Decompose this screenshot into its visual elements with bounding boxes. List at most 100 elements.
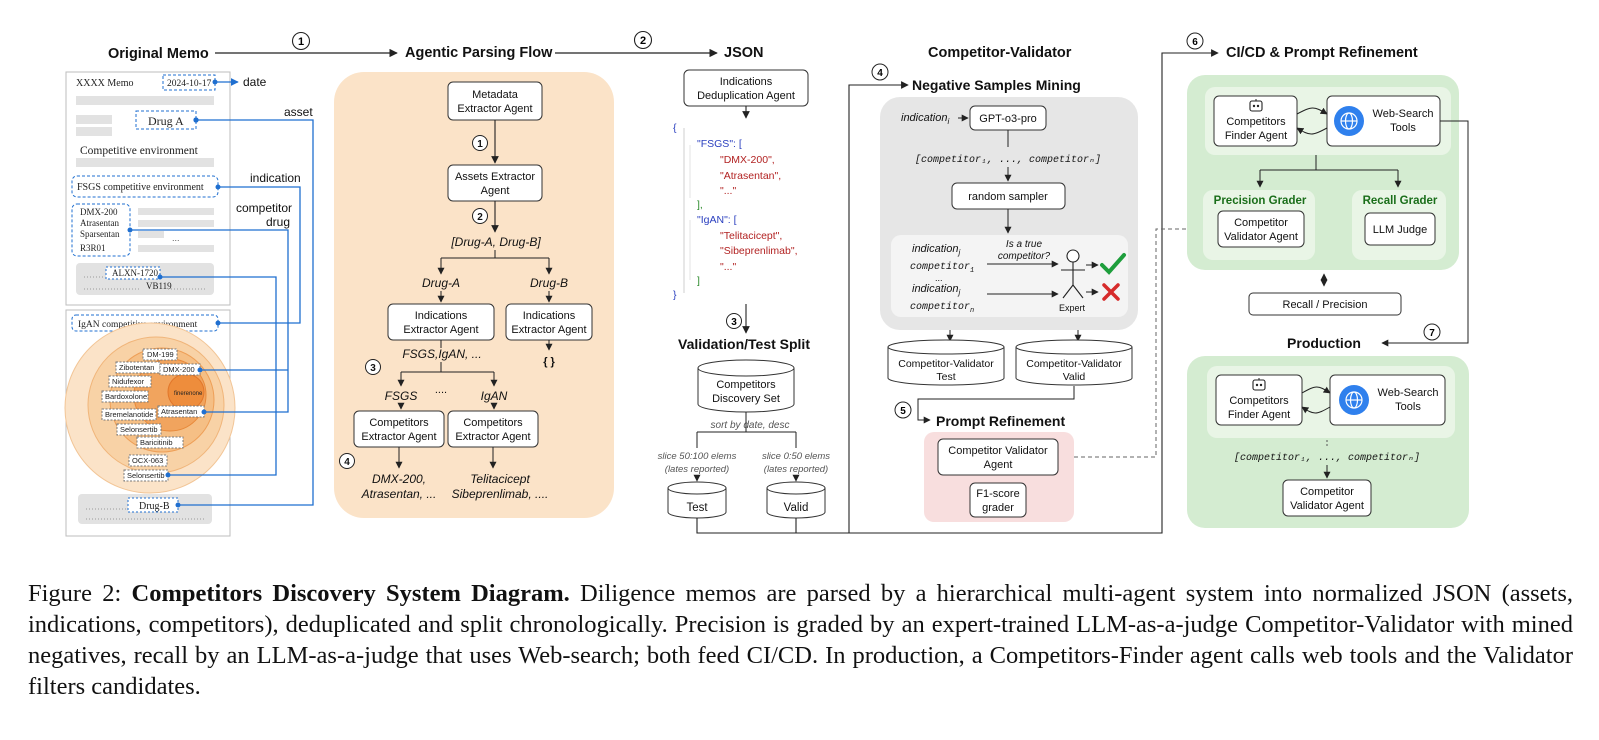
svg-text:Agent: Agent bbox=[481, 185, 510, 197]
svg-text:Validator Agent: Validator Agent bbox=[1290, 500, 1364, 512]
valid-cylinder: Valid bbox=[766, 481, 826, 519]
test-cylinder: Test bbox=[667, 481, 727, 519]
test-slice-label-2: (lates reported) bbox=[665, 464, 729, 475]
svg-text:4: 4 bbox=[877, 68, 883, 79]
random-sampler-node: random sampler bbox=[951, 182, 1066, 210]
svg-text:Competitors: Competitors bbox=[1229, 395, 1289, 407]
section-title-agentic-parsing: Agentic Parsing Flow bbox=[405, 45, 553, 61]
recall-precision-node: Recall / Precision bbox=[1248, 292, 1402, 316]
cicd-validator-agent: Competitor Validator Agent bbox=[1217, 210, 1305, 248]
json-line-fsgs-close: ], bbox=[697, 199, 703, 211]
memo-fsgs-env: FSGS competitive environment bbox=[77, 182, 204, 193]
step-badge-parsing-1: 1 bbox=[472, 135, 488, 151]
bubble-bremelanotide: Bremelanotide bbox=[105, 410, 153, 419]
svg-text:Valid: Valid bbox=[784, 502, 809, 514]
svg-text:Competitors: Competitors bbox=[716, 379, 776, 391]
parsing-drug-b: Drug-B bbox=[530, 276, 568, 290]
bubble-nidufexor: Nidufexor bbox=[112, 377, 145, 386]
bubble-atrasentan: Atrasentan bbox=[161, 407, 197, 416]
cv-test-cylinder: Competitor-Validator Test bbox=[887, 339, 1005, 386]
llm-judge-node: LLM Judge bbox=[1364, 212, 1436, 246]
robot-icon-production bbox=[1252, 378, 1266, 391]
bubble-bardoxolone: Bardoxolone bbox=[105, 392, 147, 401]
json-line-open: { bbox=[673, 122, 677, 134]
step-badge-parsing-3: 3 bbox=[365, 359, 381, 375]
json-line-igan-key: "IgAN": [ bbox=[697, 214, 737, 226]
svg-text:Tools: Tools bbox=[1390, 122, 1416, 134]
memo-ellipsis: ... bbox=[172, 233, 180, 243]
cicd-finder-agent: Competitors Finder Agent bbox=[1213, 95, 1298, 147]
assets-extractor-agent: Assets Extractor Agent bbox=[447, 164, 543, 202]
cross-icon bbox=[1102, 283, 1120, 301]
step-badge-1: 1 bbox=[291, 31, 311, 51]
memo-document: XXXX Memo 2024-10-17 Drug A Competitive … bbox=[65, 71, 231, 306]
svg-text:Agent: Agent bbox=[984, 459, 1013, 471]
bubble-dmx200: DMX-200 bbox=[163, 365, 195, 374]
memo-drug-1: DMX-200 bbox=[80, 207, 118, 217]
memo-page-2: IgAN competitive environment DM-199 Zibo… bbox=[64, 309, 236, 537]
valid-slice-label-2: (lates reported) bbox=[764, 464, 828, 475]
memo-date-box bbox=[162, 74, 216, 91]
svg-text:6: 6 bbox=[1192, 37, 1198, 48]
step-badge-6: 6 bbox=[1186, 32, 1204, 50]
svg-text:Indications: Indications bbox=[523, 310, 576, 322]
svg-text:Web-Search: Web-Search bbox=[1378, 387, 1439, 399]
parsing-result-b-1: Telitacicept bbox=[470, 472, 530, 486]
svg-text:Indications: Indications bbox=[415, 310, 468, 322]
step-badge-4: 4 bbox=[871, 63, 889, 81]
section-title-competitor-validator: Competitor-Validator bbox=[928, 45, 1072, 61]
competitor-list-text: [competitor₁, ..., competitorₙ] bbox=[915, 154, 1101, 166]
step-badge-5: 5 bbox=[894, 401, 912, 419]
expert-indication-j: indicationj bbox=[912, 243, 960, 257]
bubble-dm199: DM-199 bbox=[147, 350, 174, 359]
svg-text:4: 4 bbox=[344, 457, 350, 468]
memo-title: XXXX Memo bbox=[76, 78, 134, 89]
memo-drug-b: Drug-B bbox=[139, 501, 170, 512]
expert-person-icon bbox=[1061, 249, 1085, 299]
caption-prefix: Figure 2: bbox=[28, 580, 122, 607]
indications-deduplication-agent: Indications Deduplication Agent bbox=[683, 69, 809, 107]
json-line-igan-close: ] bbox=[697, 275, 700, 287]
expert-label: Expert bbox=[1059, 303, 1086, 313]
expert-question-1: Is a true bbox=[1006, 239, 1043, 250]
svg-text:Valid: Valid bbox=[1063, 371, 1086, 383]
svg-text:Finder Agent: Finder Agent bbox=[1225, 130, 1287, 142]
svg-text:GPT-o3-pro: GPT-o3-pro bbox=[979, 113, 1036, 125]
svg-text:2: 2 bbox=[477, 212, 483, 223]
svg-text:Discovery Set: Discovery Set bbox=[712, 393, 780, 405]
production-web-search-tools: Web-Search Tools bbox=[1329, 374, 1446, 426]
svg-text:grader: grader bbox=[982, 502, 1014, 514]
svg-text:Competitors: Competitors bbox=[463, 417, 523, 429]
gpt-o3-pro-node: GPT-o3-pro bbox=[969, 105, 1047, 131]
svg-text:Competitor: Competitor bbox=[1300, 486, 1354, 498]
parsing-empty-result: { } bbox=[543, 356, 555, 368]
memo-competitor-label: competitor bbox=[236, 201, 292, 215]
svg-text:Tools: Tools bbox=[1395, 401, 1421, 413]
svg-text:Extractor Agent: Extractor Agent bbox=[511, 324, 586, 336]
memo-vb: VB119 bbox=[146, 281, 172, 291]
caption-body: Diligence memos are parsed by a hierarch… bbox=[28, 580, 1574, 700]
json-line-igan-2: "Sibeprenlimab", bbox=[720, 245, 798, 257]
json-line-igan-1: "Telitacicept", bbox=[720, 230, 782, 242]
competitors-extractor-agent-b: Competitors Extractor Agent bbox=[447, 410, 539, 448]
expert-competitor-n: competitorn bbox=[910, 301, 974, 315]
svg-text:Deduplication Agent: Deduplication Agent bbox=[697, 90, 795, 102]
svg-text:Competitor-Validator: Competitor-Validator bbox=[1026, 358, 1122, 370]
section-title-prompt-refinement: Prompt Refinement bbox=[936, 413, 1065, 429]
svg-text:3: 3 bbox=[370, 363, 376, 374]
parsing-igan: IgAN bbox=[481, 389, 508, 403]
diagram-canvas: Original Memo Agentic Parsing Flow JSON … bbox=[64, 30, 1469, 537]
svg-text:Recall / Precision: Recall / Precision bbox=[1283, 299, 1368, 311]
memo-drug-3: Sparsentan bbox=[80, 229, 120, 239]
memo-alxn: ALXN-1720 bbox=[112, 268, 158, 278]
svg-text:Extractor Agent: Extractor Agent bbox=[455, 431, 530, 443]
parsing-dots: .... bbox=[435, 384, 447, 396]
svg-text:LLM Judge: LLM Judge bbox=[1373, 224, 1427, 236]
sort-label: sort by date, desc bbox=[711, 420, 790, 431]
svg-text:Extractor Agent: Extractor Agent bbox=[403, 324, 478, 336]
prompt-validator-agent: Competitor Validator Agent bbox=[937, 438, 1059, 476]
parsing-indications-result: FSGS,IgAN, ... bbox=[402, 347, 481, 361]
json-line-close: } bbox=[673, 289, 677, 301]
check-icon bbox=[1100, 253, 1126, 275]
production-finder-agent: Competitors Finder Agent bbox=[1215, 374, 1303, 426]
